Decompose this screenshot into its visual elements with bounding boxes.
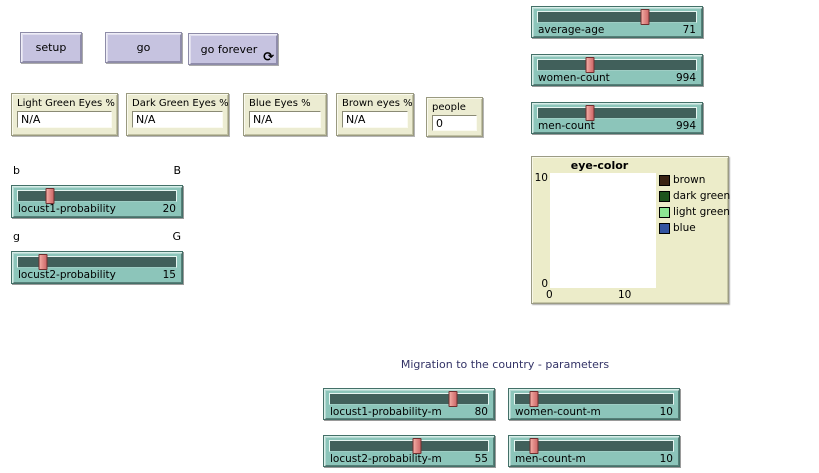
- slider-handle[interactable]: [640, 9, 650, 25]
- monitor-value: N/A: [342, 111, 408, 128]
- slider-value: 994: [675, 120, 696, 132]
- slider-track[interactable]: [329, 438, 489, 454]
- slider-value: 55: [474, 453, 488, 465]
- slider-name: locust2-probability: [18, 269, 116, 281]
- go-forever-button-label: go forever: [200, 42, 258, 56]
- monitor-blue-eyes: Blue Eyes % N/A: [243, 93, 327, 136]
- slider-track[interactable]: [17, 254, 177, 270]
- legend-label: brown: [673, 174, 706, 186]
- slider-value: 20: [162, 203, 176, 215]
- monitor-label: Blue Eyes %: [249, 98, 311, 109]
- slider-handle[interactable]: [529, 438, 539, 454]
- slider-locust1-probability-m: locust1-probability-m 80: [323, 388, 495, 420]
- slider-name: locust2-probability-m: [330, 453, 442, 465]
- slider-name: women-count-m: [515, 406, 601, 418]
- legend-item-brown: brown: [659, 174, 705, 186]
- forever-loop-icon: ⟳: [263, 50, 274, 65]
- slider-handle[interactable]: [529, 391, 539, 407]
- slider-track[interactable]: [514, 438, 674, 454]
- slider-locust1-probability: locust1-probability 20: [11, 185, 183, 218]
- plot-area: [550, 173, 656, 288]
- range-max-label: G: [172, 230, 181, 243]
- range-max-label: B: [173, 164, 181, 177]
- slider-name: men-count: [538, 120, 595, 132]
- legend-label: blue: [673, 222, 696, 234]
- slider-handle[interactable]: [585, 105, 595, 121]
- slider-locust2-probability: locust2-probability 15: [11, 251, 183, 284]
- slider-track[interactable]: [537, 57, 697, 73]
- slider-track[interactable]: [329, 391, 489, 407]
- slider-track[interactable]: [514, 391, 674, 407]
- legend-swatch-brown: [659, 174, 670, 186]
- slider-name: men-count-m: [515, 453, 586, 465]
- slider-average-age: average-age 71: [531, 6, 703, 38]
- slider-value: 15: [162, 269, 176, 281]
- slider-handle[interactable]: [412, 438, 422, 454]
- monitor-light-green-eyes: Light Green Eyes % N/A: [11, 93, 118, 136]
- monitor-value: N/A: [249, 111, 321, 128]
- legend-label: dark green: [673, 190, 731, 202]
- monitor-value: N/A: [132, 111, 223, 128]
- slider-handle[interactable]: [38, 254, 48, 270]
- go-button[interactable]: go: [105, 32, 182, 63]
- slider-handle[interactable]: [585, 57, 595, 73]
- monitor-people: people 0: [426, 97, 483, 137]
- go-forever-button[interactable]: go forever ⟳: [188, 33, 278, 65]
- slider-handle[interactable]: [45, 188, 55, 204]
- slider-value: 994: [675, 72, 696, 84]
- slider-track[interactable]: [17, 188, 177, 204]
- y-axis-min-tick: 0: [541, 278, 548, 290]
- slider-women-count-m: women-count-m 10: [508, 388, 680, 420]
- setup-button[interactable]: setup: [20, 32, 82, 63]
- section-label-migration: Migration to the country - parameters: [400, 358, 610, 371]
- setup-button-label: setup: [35, 41, 67, 54]
- monitor-label: Brown eyes %: [342, 98, 413, 109]
- slider-name: women-count: [538, 72, 610, 84]
- range-labels-g: g G: [13, 230, 181, 243]
- monitor-label: Dark Green Eyes %: [132, 98, 229, 109]
- legend-swatch-dark-green: [659, 190, 670, 202]
- plot-title: eye-color: [570, 159, 629, 172]
- monitor-label: people: [432, 102, 466, 113]
- plot-eye-color: eye-color 10 0 0 10 brown dark green lig…: [531, 156, 730, 304]
- legend-label: light green: [673, 206, 730, 218]
- legend-swatch-blue: [659, 222, 670, 234]
- legend-item-dark-green: dark green: [659, 190, 730, 202]
- slider-name: locust1-probability: [18, 203, 116, 215]
- slider-women-count: women-count 994: [531, 54, 703, 86]
- slider-value: 71: [682, 24, 696, 36]
- y-axis-max-tick: 10: [534, 172, 548, 184]
- slider-value: 80: [474, 406, 488, 418]
- monitor-brown-eyes: Brown eyes % N/A: [336, 93, 414, 136]
- slider-value: 10: [659, 453, 673, 465]
- legend-item-light-green: light green: [659, 206, 730, 218]
- slider-men-count-m: men-count-m 10: [508, 435, 680, 467]
- range-min-label: b: [13, 164, 20, 177]
- range-labels-b: b B: [13, 164, 181, 177]
- slider-track[interactable]: [537, 105, 697, 121]
- go-button-label: go: [136, 41, 151, 54]
- slider-men-count: men-count 994: [531, 102, 703, 134]
- slider-name: locust1-probability-m: [330, 406, 442, 418]
- slider-locust2-probability-m: locust2-probability-m 55: [323, 435, 495, 467]
- monitor-value: N/A: [17, 111, 112, 128]
- x-axis-min-tick: 0: [546, 289, 553, 301]
- range-min-label: g: [13, 230, 20, 243]
- legend-swatch-light-green: [659, 206, 670, 218]
- slider-value: 10: [659, 406, 673, 418]
- slider-name: average-age: [538, 24, 605, 36]
- slider-handle[interactable]: [448, 391, 458, 407]
- legend-item-blue: blue: [659, 222, 696, 234]
- x-axis-max-tick: 10: [618, 289, 632, 301]
- monitor-dark-green-eyes: Dark Green Eyes % N/A: [126, 93, 229, 136]
- slider-track[interactable]: [537, 9, 697, 25]
- monitor-label: Light Green Eyes %: [17, 98, 115, 109]
- monitor-value: 0: [432, 115, 477, 131]
